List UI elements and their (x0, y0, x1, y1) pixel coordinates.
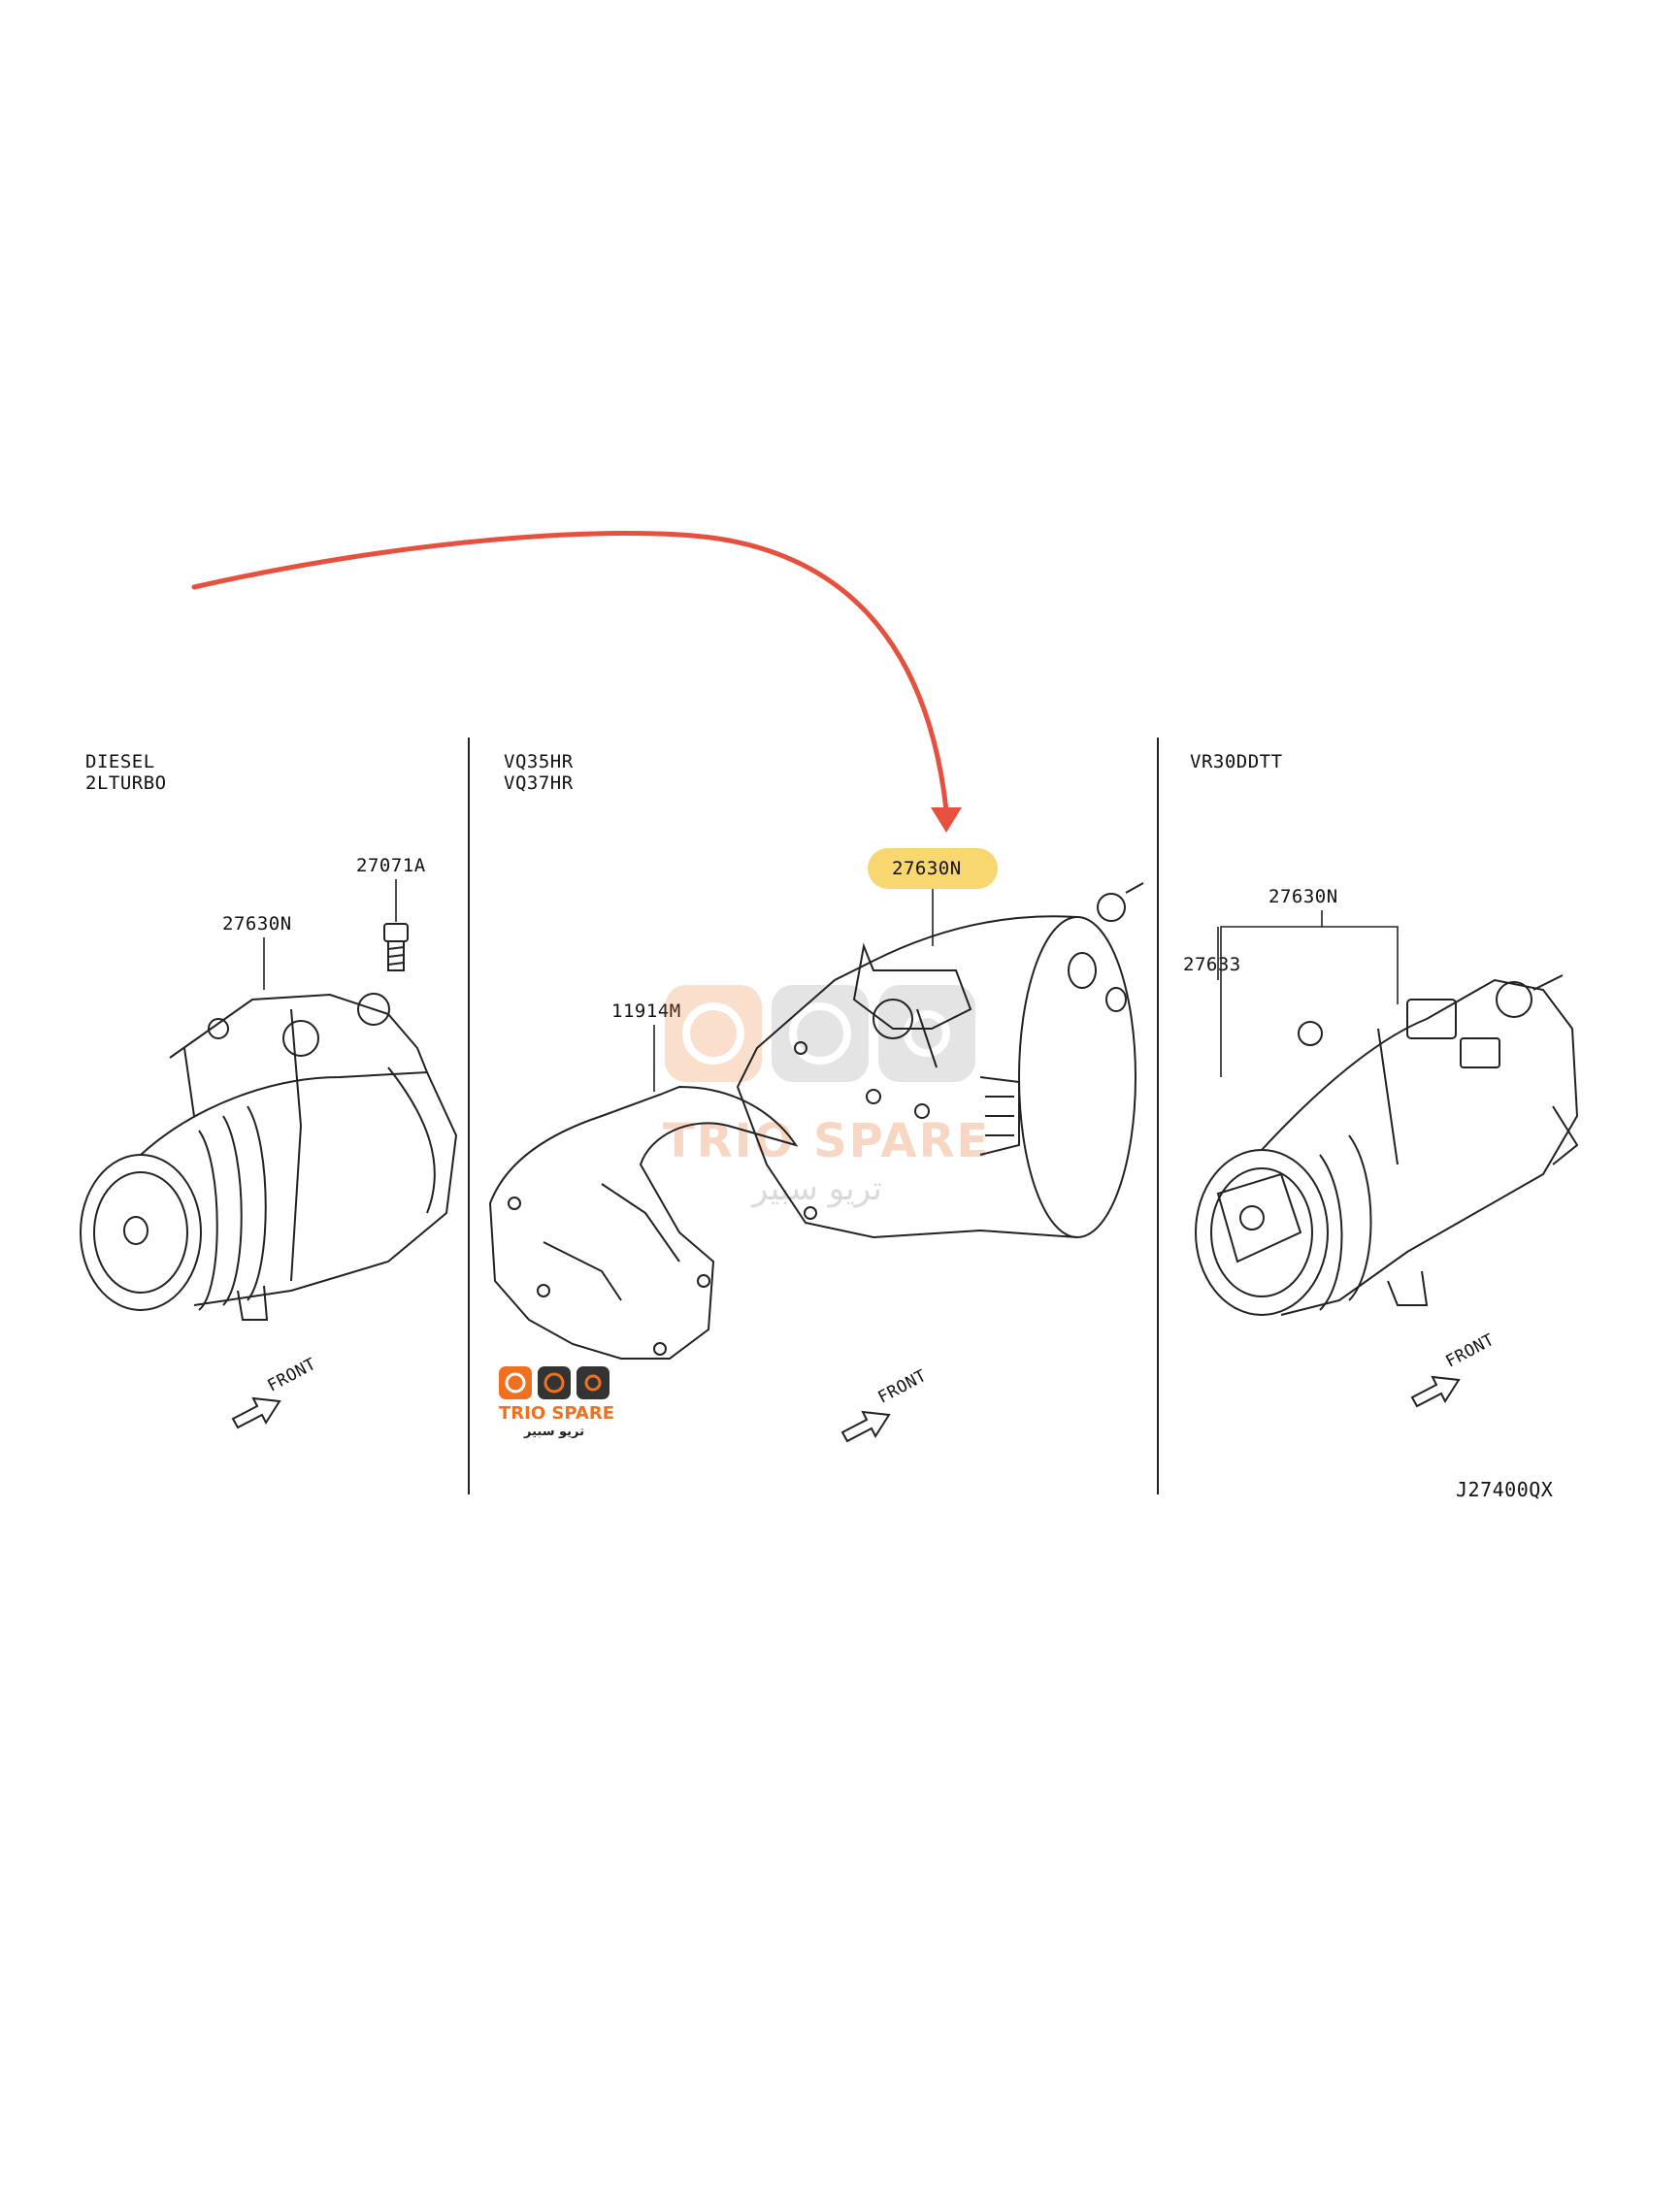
compressor-right-illustration (1195, 974, 1579, 1316)
part-label-27071a[interactable]: 27071A (356, 855, 426, 876)
heat-shield-illustration (488, 1085, 799, 1360)
part-label-27630n-middle[interactable]: 27630N (892, 858, 962, 879)
engine-label-2lturbo: 2LTURBO (85, 772, 167, 794)
engine-label-vr30ddtt: VR30DDTT (1190, 751, 1283, 772)
engine-label-vq35hr: VQ35HR (504, 751, 574, 772)
compressor-left-illustration (80, 993, 458, 1321)
compressor-middle-illustration (736, 882, 1144, 1239)
bolt-illustration (383, 923, 409, 971)
pointer-arrow (191, 530, 962, 833)
column-divider-1 (468, 738, 470, 1494)
engine-label-vq37hr: VQ37HR (504, 772, 574, 794)
part-label-27630n-right[interactable]: 27630N (1268, 886, 1338, 907)
logo-brand-arabic: تريو سبير (524, 1425, 585, 1439)
diagram-code: J27400QX (1456, 1478, 1554, 1501)
watermark-logo (665, 985, 975, 1082)
trio-spare-logo-icon (499, 1366, 609, 1399)
part-label-11914m[interactable]: 11914M (611, 1001, 681, 1022)
front-arrow-middle-icon (840, 1410, 891, 1443)
column-divider-2 (1157, 738, 1159, 1494)
front-arrow-left-icon (231, 1396, 281, 1429)
part-highlight (868, 848, 998, 889)
logo-brand: TRIO SPARE (499, 1403, 614, 1424)
leader-lines (263, 879, 1399, 1092)
engine-label-diesel: DIESEL (85, 751, 155, 772)
front-arrow-right-icon (1410, 1375, 1461, 1408)
part-label-27630n-left[interactable]: 27630N (222, 913, 292, 935)
part-label-27633[interactable]: 27633 (1183, 954, 1241, 975)
